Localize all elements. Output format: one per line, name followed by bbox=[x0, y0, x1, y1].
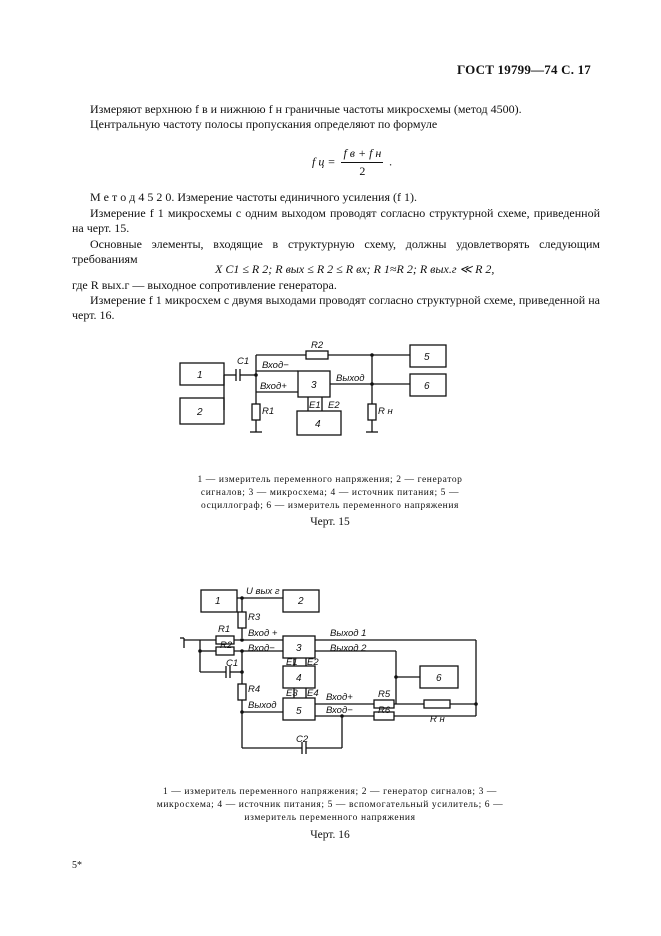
condition-formula: X C1 ≤ R 2; R вых ≤ R 2 ≤ R вх; R 1≈R 2;… bbox=[215, 262, 495, 276]
fig16-label-r6: R6 bbox=[378, 705, 391, 716]
fig16-label-e2: E2 bbox=[307, 657, 319, 668]
fig16-label-in-minus: Вход− bbox=[248, 643, 275, 654]
fig16-label-in-minus2: Вход− bbox=[326, 705, 353, 716]
fig16-chert: Черт. 16 bbox=[310, 829, 350, 841]
fig15-block-5 bbox=[409, 344, 447, 368]
fig16-resistor-r1 bbox=[215, 635, 235, 645]
fig16-label-in-plus2: Вход+ bbox=[326, 692, 353, 703]
fig16-resistor-r3 bbox=[237, 611, 247, 629]
fig15-resistor-r1 bbox=[251, 403, 261, 421]
fig15-block-2 bbox=[179, 397, 225, 425]
formula-denominator: 2 bbox=[359, 164, 366, 178]
fig15-block-1 bbox=[179, 362, 225, 386]
fig15-label-rn: R н bbox=[378, 406, 394, 417]
fig16-resistor-r6 bbox=[373, 711, 395, 721]
fig16-label-r4: R4 bbox=[248, 684, 260, 695]
fig15-block-6-label: 6 bbox=[424, 381, 430, 392]
fig16-block-6-label: 6 bbox=[436, 673, 442, 684]
fig15-label-r1: R1 bbox=[262, 406, 274, 417]
fig15-label-out: Выход bbox=[336, 373, 365, 384]
fig16-block-2 bbox=[282, 589, 320, 613]
formula-fraction: f в + f н 2 bbox=[341, 146, 384, 179]
fig16-resistor-r5 bbox=[373, 699, 395, 709]
fig15-block-3-label: 3 bbox=[311, 380, 317, 391]
fig15-caption: 1 — измеритель переменного напряжения; 2… bbox=[197, 475, 463, 511]
fig16-label-r5: R5 bbox=[378, 689, 391, 700]
paragraph-4: Основные элементы, входящие в структурну… bbox=[72, 237, 600, 266]
fig16-label-r1: R1 bbox=[218, 624, 230, 635]
footer-mark: 5* bbox=[72, 860, 82, 871]
fig16-label-c1: C1 bbox=[226, 658, 238, 669]
method-heading: М е т о д 4 5 2 0. Измерение частоты еди… bbox=[90, 190, 417, 204]
paragraph-1: Измеряют верхнюю f в и нижнюю f н гранич… bbox=[90, 102, 522, 116]
fig16-resistor-r2 bbox=[215, 646, 235, 656]
fig16-block-5 bbox=[282, 697, 316, 721]
fig15-resistor-rn bbox=[367, 403, 377, 421]
fig16-label-e1: E1 bbox=[286, 657, 298, 668]
fig15-block-4 bbox=[296, 410, 342, 436]
fig16-label-r3: R3 bbox=[248, 612, 261, 623]
where-line: где R вых.г — выходное сопротивление ген… bbox=[72, 278, 337, 292]
fig16-label-u: U вых г bbox=[246, 586, 280, 597]
paragraph-3: Измерение f 1 микросхемы с одним выходом… bbox=[72, 206, 600, 235]
fig15-label-in-plus: Вход+ bbox=[260, 381, 287, 392]
fig15-block-4-label: 4 bbox=[315, 419, 321, 430]
fig15-resistor-r2 bbox=[305, 350, 329, 360]
fig16-block-3-label: 3 bbox=[296, 643, 302, 654]
fig16-block-2-label: 2 bbox=[297, 596, 304, 607]
fig15-block-5-label: 5 bbox=[424, 352, 430, 363]
fig15-label-e1: E1 bbox=[309, 400, 321, 411]
fig15-block-2-label: 2 bbox=[196, 407, 203, 418]
formula-numerator: f в + f н bbox=[341, 146, 384, 163]
fig15-block-6 bbox=[409, 373, 447, 397]
fig15-chert: Черт. 15 bbox=[310, 516, 350, 528]
fig15-block-1-label: 1 bbox=[197, 370, 203, 381]
paragraph-5: Измерение f 1 микросхем с двумя выходами… bbox=[72, 293, 600, 322]
fig16-label-out: Выход bbox=[248, 700, 277, 711]
fig16-block-1-label: 1 bbox=[215, 596, 221, 607]
fig16-label-c2: C2 bbox=[296, 734, 309, 745]
fig16-label-r2: R2 bbox=[220, 640, 233, 651]
fig16-resistor-rn bbox=[423, 699, 451, 709]
fig16-label-e3: E3 bbox=[286, 688, 298, 699]
fig15-label-e2: E2 bbox=[328, 400, 340, 411]
fig16-label-rn: R н bbox=[430, 714, 446, 725]
fig16-label-in-plus: Вход + bbox=[248, 628, 278, 639]
fig16-block-3 bbox=[282, 635, 316, 659]
fig16-label-e4: E4 bbox=[307, 688, 319, 699]
fig16-block-4 bbox=[282, 665, 316, 689]
fig16-resistor-r4 bbox=[237, 683, 247, 701]
page-header: ГОСТ 19799—74 С. 17 bbox=[457, 62, 591, 77]
fig15-block-3 bbox=[297, 370, 331, 398]
paragraph-2: Центральную частоту полосы пропускания о… bbox=[90, 117, 438, 131]
fig16-block-6 bbox=[419, 665, 459, 689]
fig16-caption: 1 — измеритель переменного напряжения; 2… bbox=[156, 787, 504, 823]
fig16-block-5-label: 5 bbox=[296, 706, 302, 717]
fig15-label-in-minus: Вход− bbox=[262, 360, 289, 371]
fig16-block-4-label: 4 bbox=[296, 673, 302, 684]
fig16-label-out1: Выход 1 bbox=[330, 628, 366, 639]
fig16-label-out2: Выход 2 bbox=[330, 643, 367, 654]
fig15-label-r2: R2 bbox=[311, 340, 324, 351]
fig15-label-c1: C1 bbox=[237, 356, 249, 367]
formula-center-frequency: f ц = f в + f н 2 . bbox=[312, 146, 393, 179]
formula-lhs: f ц = bbox=[312, 154, 336, 169]
fig16-block-1 bbox=[200, 589, 238, 613]
